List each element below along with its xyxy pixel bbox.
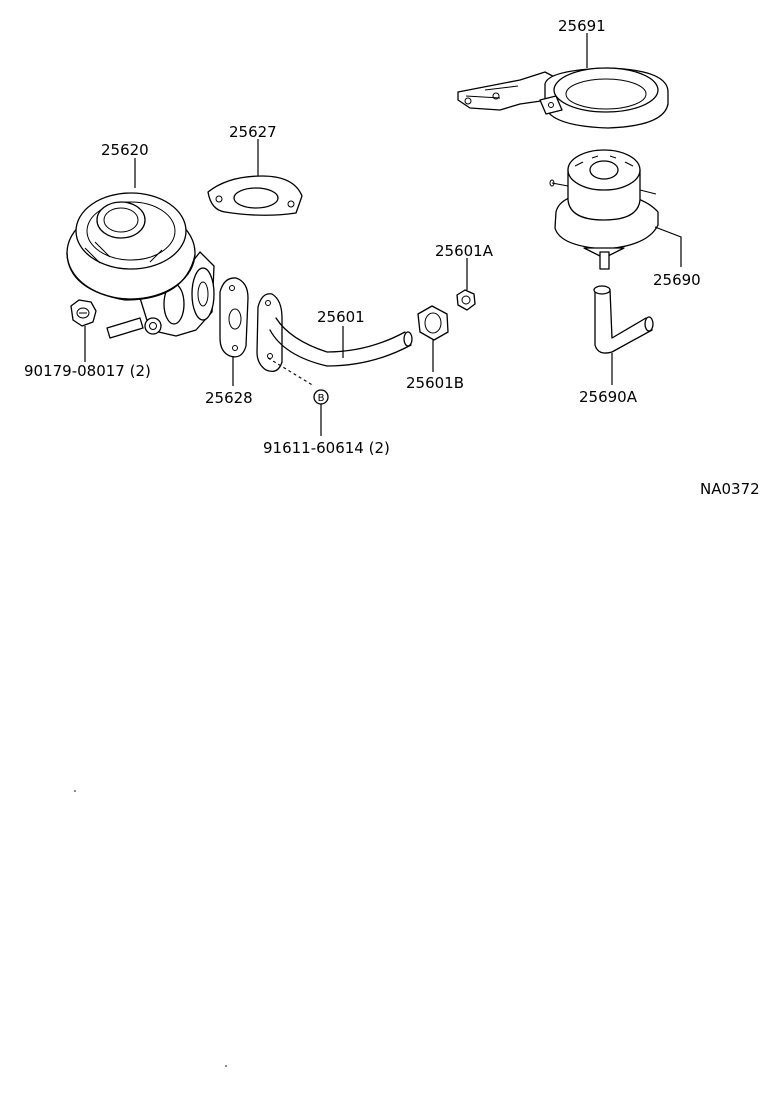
part-label-25691[interactable]: 25691	[558, 17, 606, 35]
vacuum-modulator-drawing[interactable]	[549, 149, 659, 270]
diagram-code: NA0372	[700, 480, 760, 498]
part-label-25601a[interactable]: 25601A	[435, 242, 494, 260]
scan-speck	[74, 790, 76, 792]
part-label-25627[interactable]: 25627	[229, 123, 277, 141]
union-nut-a-drawing[interactable]	[456, 289, 476, 311]
egr-pipe-drawing[interactable]	[256, 293, 413, 387]
leader-lines	[84, 33, 682, 436]
stud-marker[interactable]: B	[313, 389, 329, 405]
part-label-25601[interactable]: 25601	[317, 308, 365, 326]
part-label-25690[interactable]: 25690	[653, 271, 701, 289]
bracket-drawing[interactable]	[457, 67, 669, 129]
gasket-flange-drawing[interactable]	[219, 277, 249, 358]
gasket-top-drawing[interactable]	[207, 175, 303, 216]
nut-drawing[interactable]	[70, 299, 97, 327]
part-label-25690a[interactable]: 25690A	[579, 388, 638, 406]
part-label-90179-08017[interactable]: 90179-08017 (2)	[24, 362, 151, 380]
union-nut-b-drawing[interactable]	[417, 305, 449, 341]
part-label-25620[interactable]: 25620	[101, 141, 149, 159]
part-label-25601b[interactable]: 25601B	[406, 374, 464, 392]
part-label-25628[interactable]: 25628	[205, 389, 253, 407]
vacuum-hose-drawing[interactable]	[593, 285, 654, 354]
stud-marker-letter: B	[318, 393, 325, 404]
scan-speck	[225, 1065, 227, 1067]
part-label-91611-60614[interactable]: 91611-60614 (2)	[263, 439, 390, 457]
egr-valve-drawing[interactable]	[66, 192, 215, 339]
